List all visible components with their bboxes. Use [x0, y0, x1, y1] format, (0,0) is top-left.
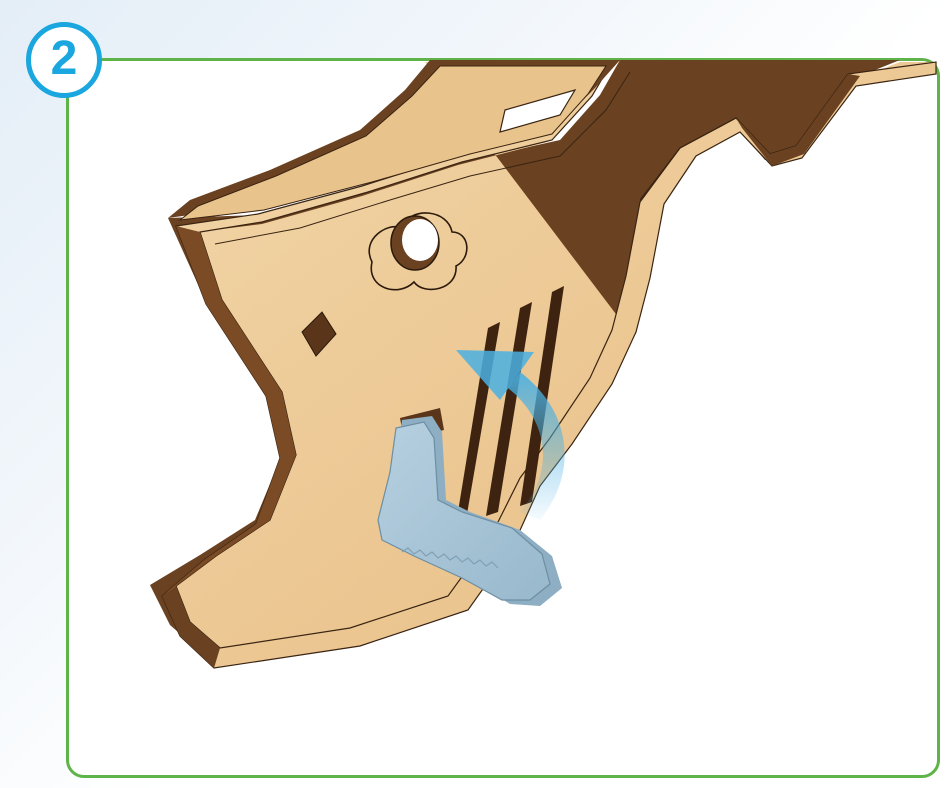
step-badge: 2 — [26, 22, 102, 98]
step-panel — [66, 58, 940, 778]
step-number: 2 — [51, 35, 78, 83]
